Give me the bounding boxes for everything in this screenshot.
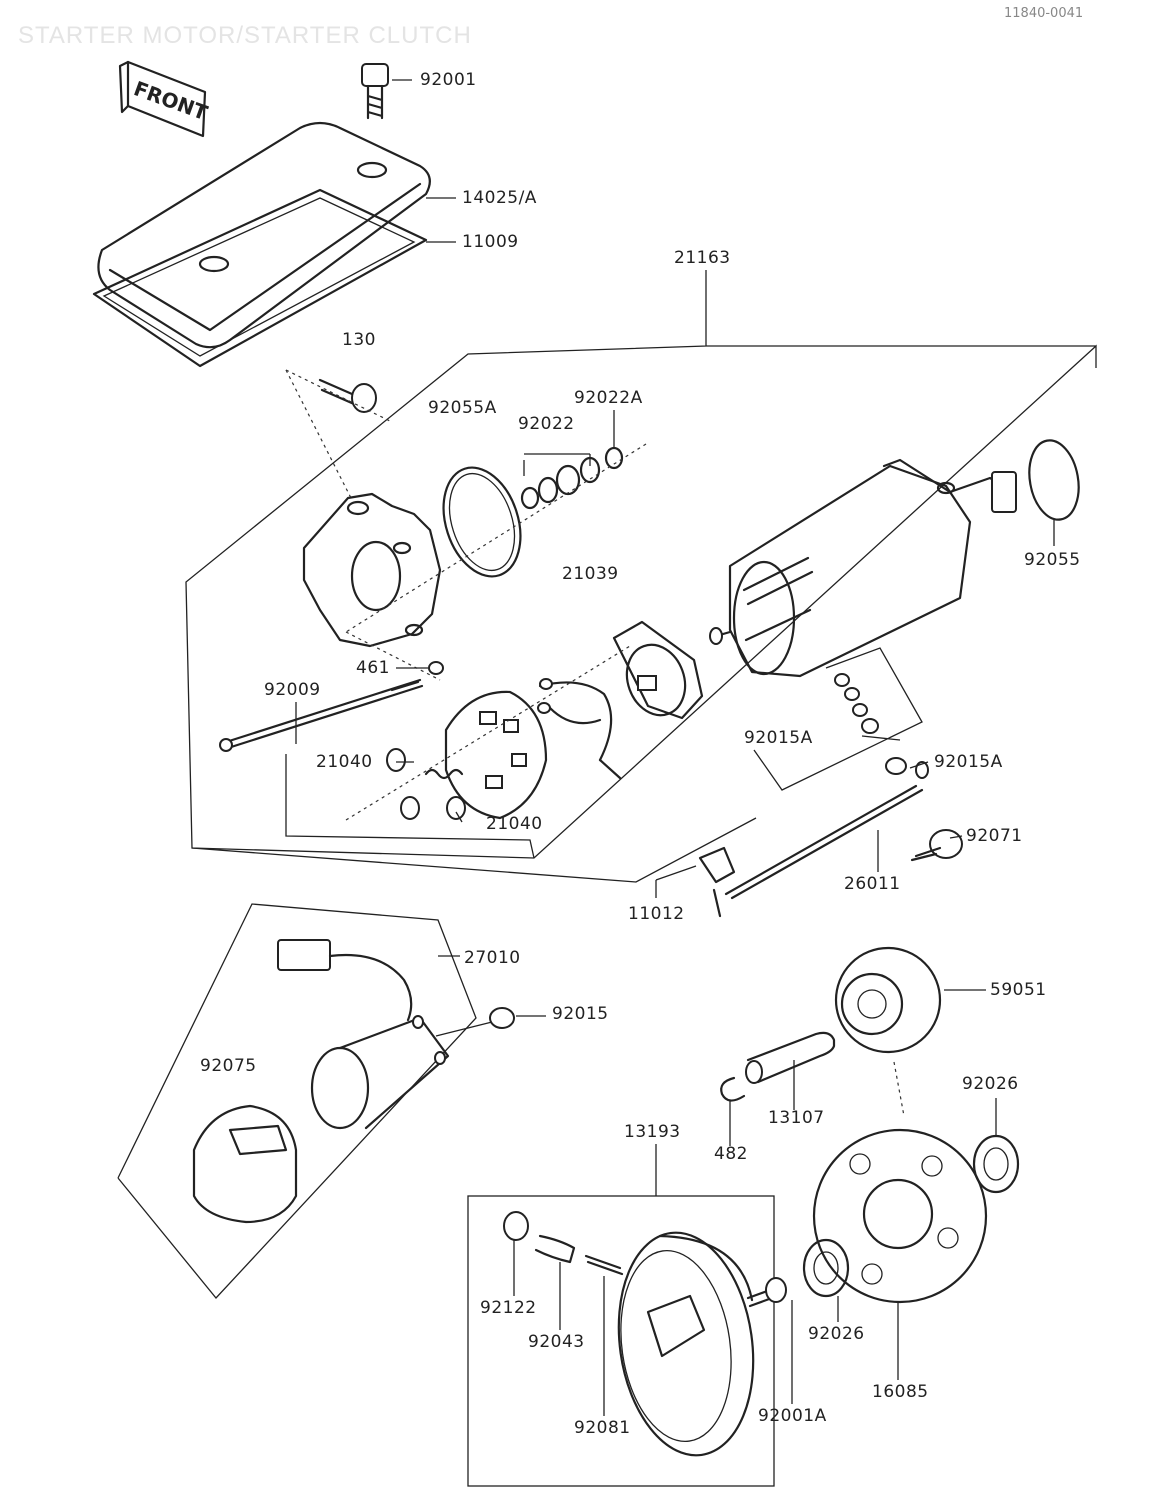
- part-label-92001: 92001: [420, 70, 477, 90]
- part-label-482: 482: [714, 1144, 748, 1164]
- diagram-reference-code: 11840-0041: [1004, 6, 1084, 21]
- part-label-21040-left: 21040: [316, 752, 373, 772]
- roller-92122-icon: [503, 1211, 529, 1241]
- part-label-21040-right: 21040: [486, 814, 543, 834]
- relay-cover-92075-icon: [192, 1104, 298, 1224]
- part-label-92055: 92055: [1024, 550, 1081, 570]
- motor-end-cover-icon: [302, 492, 442, 648]
- part-label-59051: 59051: [990, 980, 1047, 1000]
- diagram-title: STARTER MOTOR/STARTER CLUTCH: [18, 22, 472, 49]
- starter-motor-body-icon: [709, 458, 1017, 678]
- bolt-130-icon: [285, 369, 393, 501]
- part-label-92026-upper: 92026: [962, 1074, 1019, 1094]
- starter-cover-icon: [97, 121, 456, 349]
- part-label-16085: 16085: [872, 1382, 929, 1402]
- leader-lines: [295, 454, 1055, 1416]
- o-ring-461-icon: [396, 661, 444, 675]
- part-label-21163: 21163: [674, 248, 731, 268]
- gear-59051-icon: [834, 946, 942, 1117]
- o-ring-92055a-icon: [442, 466, 522, 578]
- front-badge-text: FRONT: [131, 76, 211, 125]
- part-label-92009: 92009: [264, 680, 321, 700]
- bolt-92001a-icon: [746, 1277, 787, 1308]
- part-label-14025a: 14025/A: [462, 188, 537, 208]
- part-label-92022: 92022: [518, 414, 575, 434]
- part-label-92026-lower: 92026: [808, 1324, 865, 1344]
- part-label-11012: 11012: [628, 904, 685, 924]
- bolt-92001-icon: [361, 63, 412, 120]
- part-label-11009: 11009: [462, 232, 519, 252]
- part-label-92081: 92081: [574, 1418, 631, 1438]
- nut-92015-icon: [435, 1007, 546, 1037]
- part-label-92055a: 92055A: [428, 398, 497, 418]
- cover-gasket-icon: [92, 188, 456, 368]
- part-label-21039: 21039: [562, 564, 619, 584]
- spring-92043-icon: [534, 1234, 576, 1264]
- part-label-92015a-lower: 92015A: [934, 752, 1003, 772]
- starter-clutch-13193-icon: [617, 1231, 755, 1457]
- part-label-130: 130: [342, 330, 376, 350]
- relay-27010-icon: [277, 939, 450, 1130]
- brush-leads-icon: [537, 678, 622, 780]
- circlip-482-icon: [720, 1076, 746, 1102]
- washer-set-92022-icon: [345, 410, 647, 681]
- part-label-27010: 27010: [464, 948, 521, 968]
- part-label-92015: 92015: [552, 1004, 609, 1024]
- thru-bolt-92009-icon: [219, 678, 424, 752]
- part-label-92043: 92043: [528, 1332, 585, 1352]
- bracket-11012-icon: [698, 846, 736, 918]
- part-label-92022a: 92022A: [574, 388, 643, 408]
- part-label-92075: 92075: [200, 1056, 257, 1076]
- part-label-92015a-upper: 92015A: [744, 728, 813, 748]
- part-label-461: 461: [356, 658, 390, 678]
- nut-92015a-icon: [753, 647, 923, 791]
- pin-92081-icon: [584, 1254, 624, 1276]
- front-badge-icon: FRONT: [118, 60, 211, 138]
- part-label-13107: 13107: [768, 1108, 825, 1128]
- shaft-13107-icon: [745, 1031, 836, 1084]
- sprocket-16085-icon: [812, 1128, 988, 1304]
- part-label-26011: 26011: [844, 874, 901, 894]
- o-ring-92055-icon: [1028, 439, 1080, 521]
- part-label-92122: 92122: [480, 1298, 537, 1318]
- part-label-92071: 92071: [966, 826, 1023, 846]
- part-label-13193: 13193: [624, 1122, 681, 1142]
- brush-yoke-icon: [612, 620, 704, 720]
- brush-spring-icon: [386, 748, 466, 820]
- part-label-92001a: 92001A: [758, 1406, 827, 1426]
- brush-holder-plate-icon: [444, 690, 548, 820]
